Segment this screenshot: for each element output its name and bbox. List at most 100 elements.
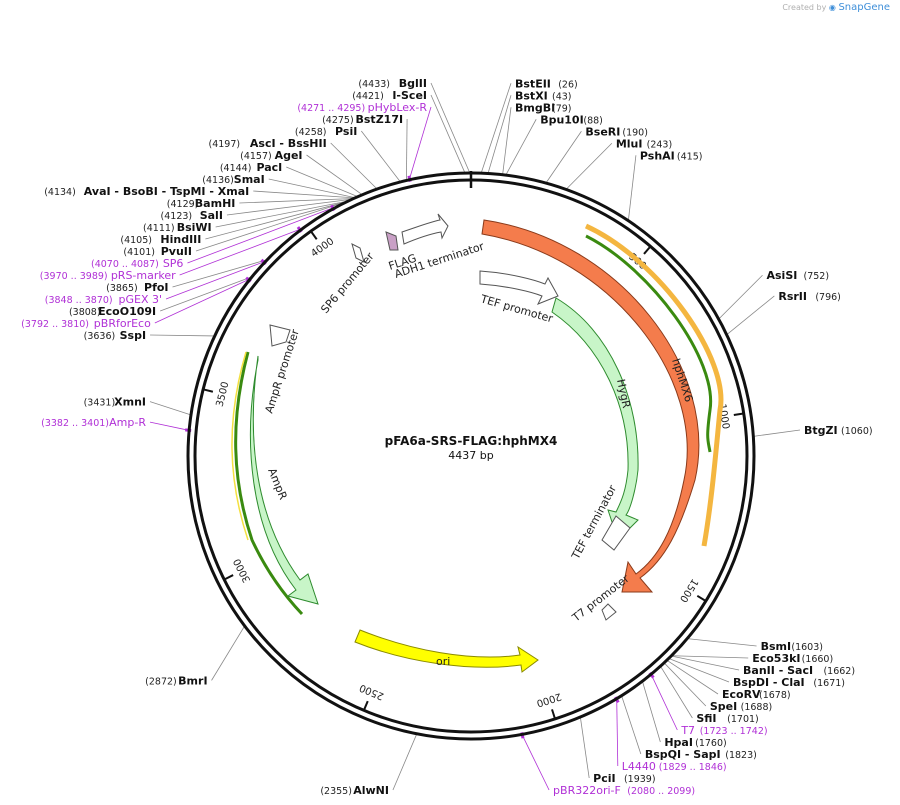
site-label[interactable]: BmrI(2872) xyxy=(145,674,207,687)
hphMX6-arrow[interactable] xyxy=(481,219,700,593)
TEF-promoter-arrow[interactable] xyxy=(479,270,559,305)
feature-SP6-promoter[interactable]: SP6 promoter xyxy=(318,243,377,316)
primer-range: (3792 .. 3810) xyxy=(21,319,89,330)
site-label[interactable]: SpeI(1688) xyxy=(710,700,772,713)
HygR-arrow[interactable] xyxy=(551,297,639,541)
site-label[interactable]: BamHI(4129) xyxy=(167,197,236,210)
site-label[interactable]: XmnI(3431) xyxy=(84,396,146,409)
primer-label[interactable]: pGEX 3'(3848 .. 3870) xyxy=(45,293,162,306)
site-label[interactable]: PciI(1939) xyxy=(593,772,655,785)
site-position: (4136) xyxy=(202,175,234,186)
site-label[interactable]: BmgBI(79) xyxy=(515,101,572,114)
bp-tick-label: 2500 xyxy=(358,681,386,701)
site-position: (4433) xyxy=(358,79,390,90)
primer-label[interactable]: pBRforEco(3792 .. 3810) xyxy=(21,317,151,330)
site-name: BsiWI xyxy=(177,221,212,234)
site-leader-line xyxy=(621,696,642,755)
site-label[interactable]: BanII - SacI(1662) xyxy=(743,664,855,677)
SP6-promoter-arrow[interactable] xyxy=(351,243,365,263)
site-label[interactable]: BstXI(43) xyxy=(515,89,572,102)
ampr-outer-highlight xyxy=(231,351,249,541)
site-label[interactable]: BseRI(190) xyxy=(585,125,648,138)
AmpR-promoter-arrow[interactable] xyxy=(269,324,291,347)
primer-name: L4440 xyxy=(622,760,656,773)
feature-AmpR-promoter[interactable]: AmpR promoter xyxy=(262,324,302,415)
site-label[interactable]: Eco53kI(1660) xyxy=(752,652,833,665)
primer-leader-line xyxy=(179,229,300,276)
site-name: HpaI xyxy=(664,736,693,749)
site-label[interactable]: BglII(4433) xyxy=(358,77,427,90)
site-label[interactable]: BsiWI(4111) xyxy=(143,221,212,234)
primer-label[interactable]: L4440(1829 .. 1846) xyxy=(622,760,727,773)
primer-label[interactable]: pRS-marker(3970 .. 3989) xyxy=(40,269,176,282)
primer-label[interactable]: SP6(4070 .. 4087) xyxy=(91,257,183,270)
primer-label[interactable]: pBR322ori-F(2080 .. 2099) xyxy=(553,784,695,797)
site-label[interactable]: BspDI - ClaI(1671) xyxy=(733,676,845,689)
primer-label[interactable]: T7(1723 .. 1742) xyxy=(680,724,767,737)
site-leader-line xyxy=(211,626,245,681)
site-label[interactable]: SmaI(4136) xyxy=(202,173,264,186)
site-label[interactable]: I-SceI(4421) xyxy=(352,89,427,102)
feature-ori[interactable]: ori xyxy=(354,629,539,673)
primer-label[interactable]: pHybLex-R(4271 .. 4295) xyxy=(297,101,427,114)
feature-TEF-promoter[interactable]: TEF promoter xyxy=(478,270,559,326)
feature-AmpR[interactable]: AmpR xyxy=(249,355,319,605)
site-label[interactable]: HpaI(1760) xyxy=(664,736,726,749)
site-label[interactable]: PfoI(3865) xyxy=(106,281,168,294)
site-label[interactable]: EcoRV(1678) xyxy=(722,688,791,701)
feature-TEF-terminator[interactable]: TEF terminator xyxy=(569,483,631,563)
feature-T7-promoter[interactable]: T7 promoter xyxy=(569,572,632,625)
site-label[interactable]: MluI(243) xyxy=(616,137,672,150)
bp-tick-label: 3000 xyxy=(232,557,253,585)
site-label[interactable]: SalI(4123) xyxy=(161,209,223,222)
site-position: (3808) xyxy=(69,307,101,318)
feature-HygR[interactable]: HygR xyxy=(551,297,639,541)
site-name: AsiSI xyxy=(767,269,798,282)
feature-label-SP6-promoter: SP6 promoter xyxy=(318,250,377,316)
site-label[interactable]: AlwNI(2355) xyxy=(320,784,389,797)
ori-arrow[interactable] xyxy=(354,629,539,673)
site-position: (2355) xyxy=(320,786,352,797)
site-label[interactable]: BstEII(26) xyxy=(515,77,578,90)
site-leader-line xyxy=(664,663,707,707)
site-name: PvuII xyxy=(161,245,192,258)
feature-ADH1-terminator[interactable]: ADH1 terminator xyxy=(393,213,486,281)
site-label[interactable]: SspI(3636) xyxy=(84,329,146,342)
primer-label[interactable]: Amp-R(3382 .. 3401) xyxy=(41,416,146,429)
site-label[interactable]: PvuII(4101) xyxy=(123,245,192,258)
site-label[interactable]: RsrII(796) xyxy=(778,290,841,303)
site-label[interactable]: BstZ17I(4275) xyxy=(322,113,403,126)
site-leader-line xyxy=(149,401,191,416)
site-name: PshAI xyxy=(640,149,675,162)
site-label[interactable]: Bpu10I(88) xyxy=(540,113,603,126)
site-label[interactable]: HindIII(4105) xyxy=(120,233,201,246)
primer-range: (3848 .. 3870) xyxy=(45,295,113,306)
site-label[interactable]: BtgZI(1060) xyxy=(804,424,873,437)
TEF-terminator-arrow[interactable] xyxy=(601,515,631,551)
site-position: (1660) xyxy=(802,654,834,665)
site-leader-line xyxy=(580,717,590,779)
primer-leader-line xyxy=(616,699,619,767)
bp-tick xyxy=(551,709,556,719)
site-label[interactable]: AsiSI(752) xyxy=(767,269,830,282)
site-label[interactable]: AscI - BssHII(4197) xyxy=(209,137,327,150)
site-leader-line xyxy=(719,274,763,319)
FLAG-box[interactable] xyxy=(385,231,399,251)
site-label[interactable]: BsmI(1603) xyxy=(761,640,823,653)
T7-promoter-arrow[interactable] xyxy=(601,603,617,621)
site-leader-line xyxy=(667,660,719,695)
site-label[interactable]: PacI(4144) xyxy=(220,161,282,174)
site-label[interactable]: PsiI(4258) xyxy=(295,125,357,138)
site-label[interactable]: SfiI(1701) xyxy=(696,712,758,725)
site-label[interactable]: AvaI - BsoBI - TspMI - XmaI(4134) xyxy=(44,185,249,198)
ADH1-terminator-arrow[interactable] xyxy=(401,213,449,245)
site-label[interactable]: AgeI(4157) xyxy=(240,149,302,162)
AmpR-arrow[interactable] xyxy=(249,355,319,605)
site-label[interactable]: BspQI - SapI(1823) xyxy=(645,748,757,761)
site-position: (1760) xyxy=(695,738,727,749)
feature-label-ori: ori xyxy=(436,655,450,668)
site-name: BmrI xyxy=(178,674,207,687)
site-label[interactable]: EcoO109I(3808) xyxy=(69,305,156,318)
site-label[interactable]: PshAI(415) xyxy=(640,149,703,162)
